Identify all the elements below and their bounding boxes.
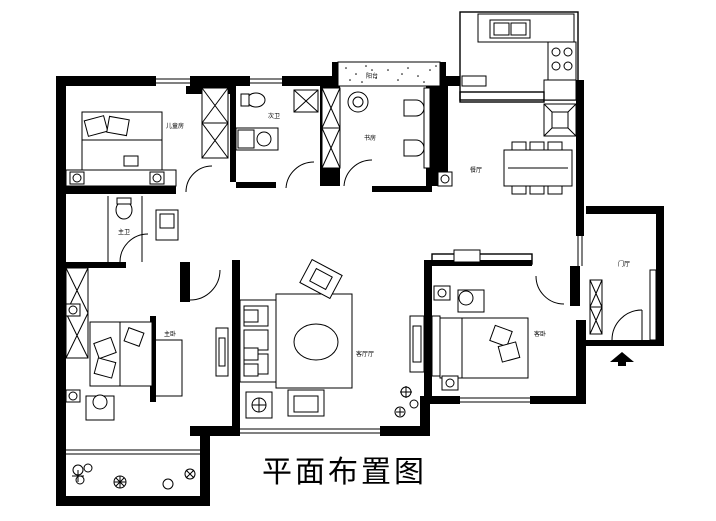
main-bath: 主卫 [107, 196, 179, 262]
dining: 餐厅 [437, 91, 573, 195]
study: 书房 [321, 87, 431, 169]
door-swing-guest [535, 275, 565, 305]
second-bath: 次卫 [235, 89, 319, 151]
wardrobe-kids [201, 87, 229, 159]
door-swing-study [343, 159, 373, 187]
room-label-study: 书房 [364, 134, 376, 142]
master-bedroom: 主卧 [65, 267, 183, 421]
living-room: 客厅厅 [215, 258, 425, 419]
room-label-balcony-top: 阳台 [366, 72, 378, 80]
room-label-kids-bedroom: 儿童房 [166, 122, 184, 130]
top-balcony: 阳台 [337, 61, 441, 87]
entrance: 门厅 [589, 260, 657, 341]
guest-bedroom: 客卧 [431, 249, 546, 391]
room-label-entrance: 门厅 [618, 260, 630, 268]
room-label-main-bath: 主卫 [118, 228, 130, 236]
door-swing-master [189, 269, 221, 301]
room-label-master-bedroom: 主卧 [164, 330, 176, 338]
bottom-balcony [72, 463, 196, 490]
door-swing-bath2 [285, 161, 315, 189]
plan-caption: 平面布置图 [262, 455, 427, 490]
windows [58, 78, 583, 455]
room-label-guest-bedroom: 客卧 [534, 330, 546, 338]
room-label-second-bath: 次卫 [268, 112, 280, 120]
kids-bedroom: 儿童房 [65, 111, 184, 187]
door-swing-kids [185, 165, 213, 193]
entry-arrow-icon [610, 352, 634, 366]
door-swing-main-bath [119, 233, 149, 263]
room-label-dining: 餐厅 [470, 166, 482, 174]
room-label-living: 客厅厅 [356, 350, 374, 358]
kitchen [461, 13, 577, 137]
